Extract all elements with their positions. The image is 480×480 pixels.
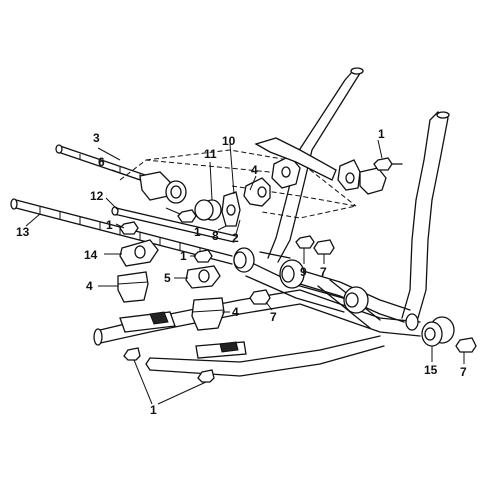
leader-lines — [25, 139, 465, 405]
callout-labels: 3 1 10 11 6 4 12 1 1 8 2 13 14 1 5 4 4 9… — [16, 127, 467, 417]
callout-14: 14 — [84, 248, 98, 262]
nut-7-c — [455, 337, 477, 353]
nut-1-left — [119, 221, 139, 235]
callout-7-a: 7 — [320, 265, 327, 279]
callout-4-left: 4 — [86, 279, 93, 293]
nut-1-top-right — [373, 157, 403, 171]
rubber-mount-4-right — [191, 297, 225, 331]
frame-end-cap — [405, 313, 419, 331]
nut-7-a — [313, 239, 335, 255]
callout-1-left: 1 — [106, 218, 113, 232]
frame-bushing-right — [343, 286, 369, 314]
callout-4-right: 4 — [232, 305, 239, 319]
callout-7-c: 7 — [460, 365, 467, 379]
callout-7-b: 7 — [270, 310, 277, 324]
nut-1-center — [193, 249, 213, 263]
bracket-4-upper — [243, 177, 271, 207]
nut-7-b — [249, 289, 271, 305]
callout-1-upper: 1 — [194, 225, 201, 239]
frame-bushing-center — [279, 259, 305, 289]
callout-13: 13 — [16, 225, 30, 239]
washer-8 — [221, 191, 241, 227]
bracket-10 — [271, 155, 301, 189]
callout-15: 15 — [424, 363, 438, 377]
assembly-guide-plane — [119, 149, 357, 219]
mount-5 — [185, 265, 221, 289]
bushing-11 — [194, 199, 222, 221]
callout-2: 2 — [232, 231, 239, 245]
callout-5: 5 — [164, 271, 171, 285]
lower-mount-plate-left — [119, 311, 176, 333]
callout-1-center: 1 — [180, 249, 187, 263]
callout-6: 6 — [98, 155, 105, 169]
nut-1-upper — [177, 209, 197, 223]
callout-12: 12 — [90, 189, 104, 203]
frame-bushing-left — [233, 247, 255, 273]
callout-4-upper: 4 — [251, 163, 258, 177]
mount-14 — [119, 239, 159, 267]
callout-11: 11 — [204, 147, 217, 161]
callout-1-top-right: 1 — [378, 127, 385, 141]
nut-1-bottom — [123, 347, 215, 383]
callout-10: 10 — [222, 134, 236, 148]
bracket-right-upper — [254, 137, 387, 195]
callout-1-bottom: 1 — [150, 403, 157, 417]
callout-9: 9 — [300, 265, 307, 279]
nut-9 — [295, 235, 315, 249]
callout-3: 3 — [93, 131, 100, 145]
bracket-6 — [139, 171, 187, 204]
bushing-15 — [421, 316, 455, 347]
callout-8: 8 — [212, 229, 219, 243]
lower-mount-plate-right — [195, 341, 247, 359]
rubber-mount-4-left — [117, 271, 149, 303]
